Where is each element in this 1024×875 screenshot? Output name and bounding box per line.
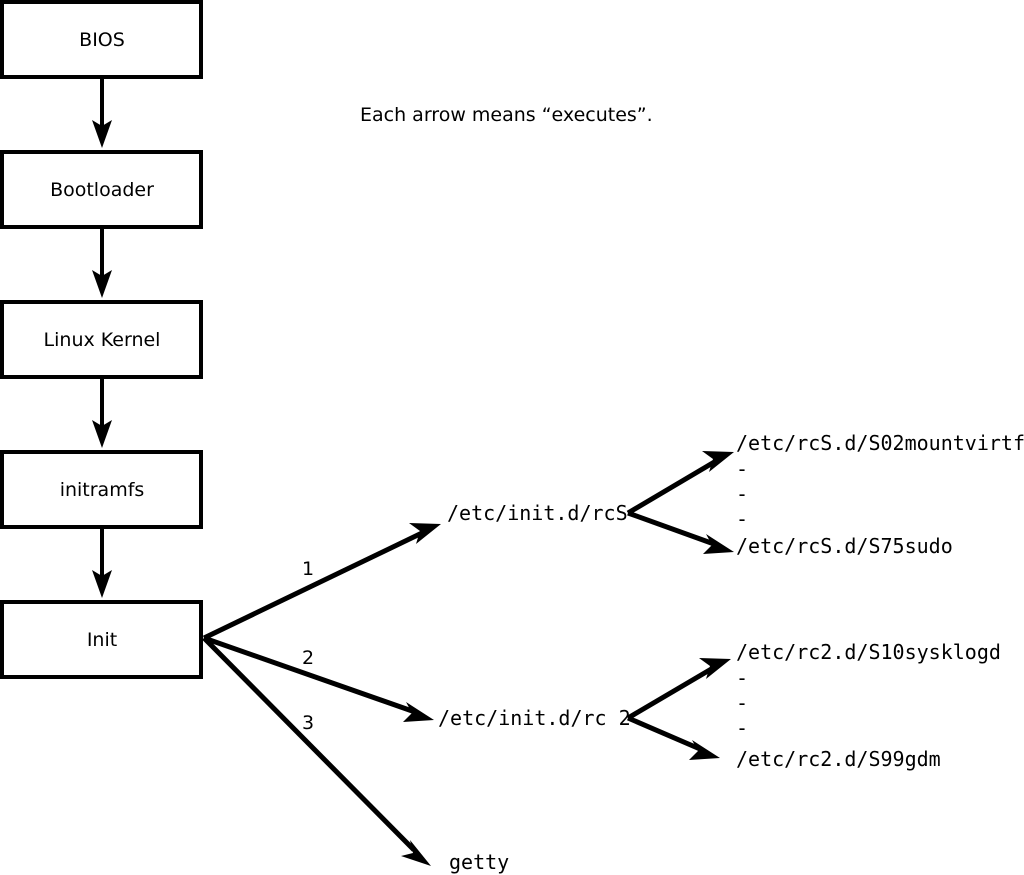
label-rcs-first-script: /etc/rcS.d/S02mountvirtfs: [736, 431, 1024, 455]
node-bios[interactable]: BIOS: [0, 0, 203, 79]
arrow-rcs-to-last-script: [627, 510, 734, 554]
node-init-rect: [0, 600, 203, 679]
node-linux-kernel[interactable]: Linux Kernel: [0, 300, 203, 379]
node-init-label: Init: [87, 629, 117, 651]
label-etc-init-d-rc2: /etc/init.d/rc 2: [438, 706, 631, 730]
node-bootloader[interactable]: Bootloader: [0, 150, 203, 229]
node-initramfs-label: initramfs: [60, 479, 145, 501]
node-initramfs-rect: [0, 450, 203, 529]
label-etc-init-d-rcs: /etc/init.d/rcS: [447, 501, 628, 525]
node-bootloader-label: Bootloader: [50, 179, 154, 201]
node-linux-kernel-label: Linux Kernel: [44, 329, 161, 351]
edge-number-2: 2: [302, 647, 314, 669]
arrow-rc2-to-first-script: [626, 658, 731, 721]
node-initramfs[interactable]: initramfs: [0, 450, 203, 529]
label-rc2-first-script: /etc/rc2.d/S10sysklogd: [736, 640, 1001, 664]
ellipsis-rcs-3: -: [736, 507, 748, 531]
label-rc2-last-script: /etc/rc2.d/S99gdm: [736, 747, 941, 771]
arrow-initramfs-to-init: [92, 527, 112, 598]
ellipsis-rcs-2: -: [736, 482, 748, 506]
ellipsis-rc2-2: -: [736, 691, 748, 715]
label-rcs-last-script: /etc/rcS.d/S75sudo: [736, 534, 953, 558]
node-init[interactable]: Init: [0, 600, 203, 679]
diagram-caption: Each arrow means “executes”.: [360, 104, 653, 126]
arrow-init-to-getty: [202, 636, 431, 866]
ellipsis-rc2-3: -: [736, 716, 748, 740]
arrow-bootloader-to-kernel: [92, 227, 112, 298]
edge-number-1: 1: [302, 558, 314, 580]
label-getty: getty: [449, 850, 509, 874]
arrow-kernel-to-initramfs: [92, 377, 112, 448]
ellipsis-rcs-1: -: [736, 457, 748, 481]
arrow-init-to-rc2: [203, 635, 434, 722]
node-bios-rect: [0, 0, 203, 79]
ellipsis-rc2-1: -: [736, 666, 748, 690]
node-bios-label: BIOS: [79, 29, 125, 51]
arrow-init-to-rcs: [202, 523, 441, 641]
edge-number-3: 3: [302, 712, 314, 734]
arrow-rc2-to-last-script: [627, 715, 720, 760]
arrow-rcs-to-first-script: [626, 451, 734, 516]
arrow-bios-to-bootloader: [92, 77, 112, 148]
